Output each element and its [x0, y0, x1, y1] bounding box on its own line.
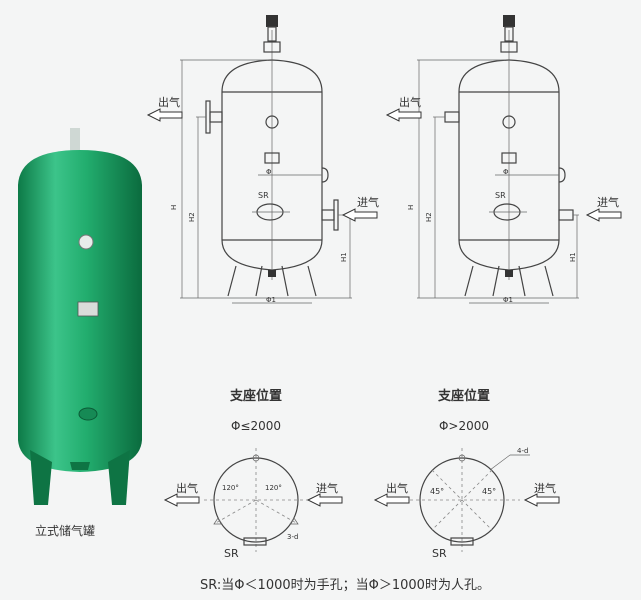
elevation-drawing-1: Φ SR H H2 H1 Φ1 出气 进气	[147, 15, 379, 304]
svg-text:H1: H1	[569, 252, 577, 262]
outlet-arrow-icon	[147, 108, 183, 122]
tank-leg	[108, 450, 130, 505]
svg-text:进气: 进气	[316, 481, 338, 495]
support-plan-2: 支座位置 Φ>2000 45° 45° 4-d SR 出气 进气	[374, 388, 560, 560]
outlet-label: 出气	[158, 95, 180, 109]
support-plan-1: 支座位置 Φ≤2000 120° 120° 3-d SR 出气 进气	[164, 388, 343, 560]
support-condition: Φ≤2000	[231, 419, 281, 433]
manhole	[78, 407, 98, 421]
dim-phi1: Φ1	[266, 296, 276, 304]
svg-text:120°: 120°	[265, 484, 282, 492]
svg-text:3-d: 3-d	[287, 533, 298, 541]
svg-text:进气: 进气	[534, 481, 556, 495]
svg-text:进气: 进气	[597, 195, 619, 209]
svg-text:出气: 出气	[386, 481, 408, 495]
manhole-label: SR	[258, 191, 269, 200]
tank-photo: 立式储气罐	[18, 128, 142, 538]
tank-valve	[70, 128, 80, 156]
dim-h1: H1	[340, 252, 348, 262]
svg-text:出气: 出气	[399, 95, 421, 109]
svg-text:出气: 出气	[176, 481, 198, 495]
svg-text:Φ: Φ	[503, 168, 509, 176]
svg-text:120°: 120°	[222, 484, 239, 492]
photo-caption: 立式储气罐	[35, 523, 95, 538]
svg-text:H2: H2	[425, 212, 433, 222]
support-title: 支座位置	[229, 388, 282, 404]
nameplate	[77, 301, 99, 317]
dim-h: H	[170, 205, 178, 210]
svg-text:45°: 45°	[482, 487, 496, 496]
tank-leg	[30, 450, 52, 505]
svg-text:Φ1: Φ1	[503, 296, 513, 304]
svg-text:H: H	[407, 205, 415, 210]
svg-text:SR: SR	[432, 547, 447, 560]
inlet-label: 进气	[357, 195, 379, 209]
svg-text:4-d: 4-d	[517, 447, 528, 455]
pressure-gauge-icon	[78, 234, 94, 250]
dim-phi: Φ	[266, 168, 272, 176]
svg-text:支座位置: 支座位置	[437, 388, 490, 404]
svg-text:Φ>2000: Φ>2000	[439, 419, 489, 433]
elevation-drawing-2: Φ SR H H2 H1 Φ1 出气 进气	[386, 15, 622, 304]
sr-note: SR:当Φ＜1000时为手孔；当Φ＞1000时为人孔。	[200, 578, 490, 593]
svg-text:45°: 45°	[430, 487, 444, 496]
svg-text:SR: SR	[495, 191, 506, 200]
dim-h2: H2	[188, 212, 196, 222]
svg-text:SR: SR	[224, 547, 239, 560]
inlet-arrow-icon	[342, 208, 378, 222]
